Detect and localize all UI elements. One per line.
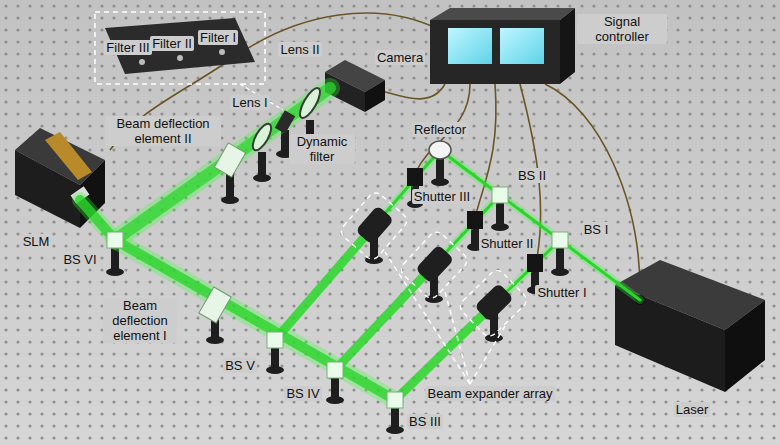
part-label: Beam expander array	[425, 386, 554, 401]
part-label: BS II	[516, 168, 548, 183]
part-label: Shutter III	[412, 189, 472, 204]
part-label: Camera	[375, 50, 425, 65]
part-label: Reflector	[412, 122, 468, 137]
part-label: BS IV	[284, 386, 321, 401]
part-label: Filter II	[150, 36, 194, 51]
part-label: BS VI	[61, 252, 98, 267]
part-label: Filter III	[104, 40, 151, 55]
part-label: Signal controller	[577, 14, 667, 44]
part-label: Beam deflection element I	[103, 298, 177, 343]
part-label: Laser	[674, 402, 711, 417]
part-label: Dynamic filter	[289, 134, 355, 164]
part-label: Shutter II	[479, 236, 536, 251]
part-label: Shutter I	[535, 285, 588, 300]
part-label: Lens II	[278, 42, 321, 57]
part-label: Filter I	[198, 30, 238, 45]
part-label: BS I	[582, 222, 611, 237]
part-label: BS V	[223, 358, 257, 373]
part-label: Lens I	[230, 95, 269, 110]
part-label: BS III	[407, 414, 443, 429]
part-label: Beam deflection element II	[105, 116, 221, 146]
part-label: SLM	[21, 234, 52, 249]
